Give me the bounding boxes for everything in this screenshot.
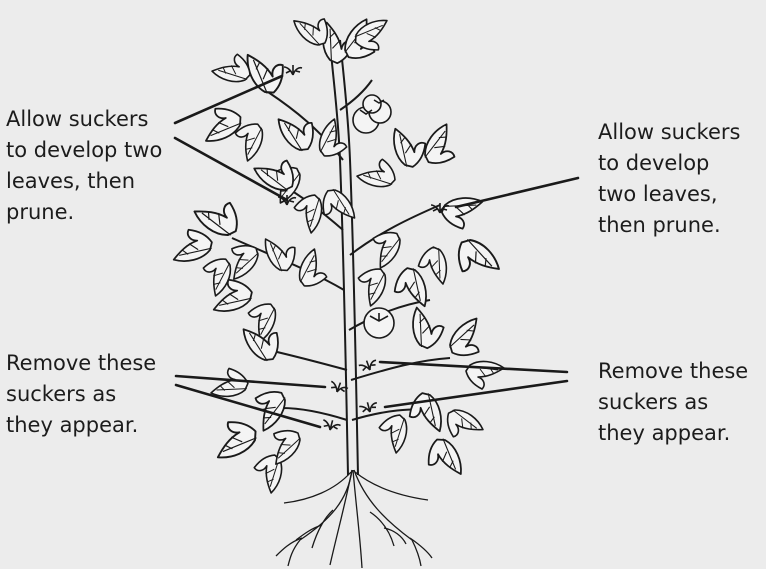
label-bottom-right: Remove these suckers as they appear. [598,356,748,449]
leader-line-top-right [456,178,578,207]
leader-line-bottom-left-2 [176,385,320,427]
roots [276,470,432,568]
label-top-left: Allow suckers to develop two leaves, the… [6,104,162,228]
foliage [166,5,504,494]
label-bottom-left: Remove these suckers as they appear. [6,348,156,441]
label-top-right: Allow suckers to develop two leaves, the… [598,117,740,241]
leader-line-bottom-left-1 [176,376,325,387]
